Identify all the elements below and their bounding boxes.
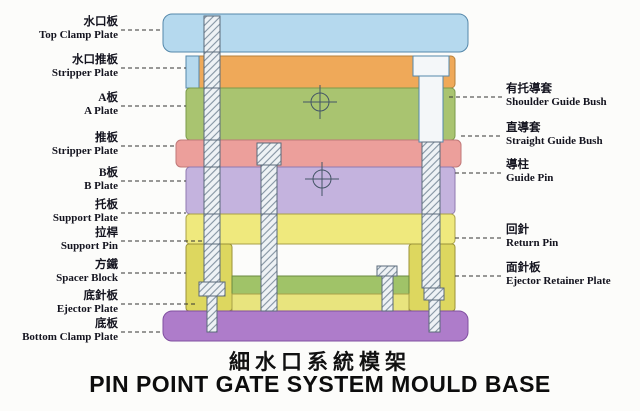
label-bottom-clamp-plate: 底板 Bottom Clamp Plate <box>0 318 118 344</box>
label-support-plate: 托板 Support Plate <box>0 199 118 225</box>
label-return-pin: 回針 Return Pin <box>506 224 638 250</box>
label-straight-guide-bush: 直導套 Straight Guide Bush <box>506 122 638 148</box>
label-ejector-retainer-plate: 面針板 Ejector Retainer Plate <box>506 262 638 288</box>
leader-lines <box>121 29 502 333</box>
centre-mark-b-plate <box>305 162 339 196</box>
label-en: B Plate <box>84 180 118 192</box>
label-top-clamp-plate: 水口板 Top Clamp Plate <box>0 16 118 42</box>
shoulder-guide-bush-shape <box>412 55 450 143</box>
b-plate <box>185 166 456 215</box>
centre-pin-shape <box>256 142 282 312</box>
label-b-plate: B板 B Plate <box>0 167 118 193</box>
label-en: Bottom Clamp Plate <box>22 331 118 343</box>
return-pin-shape <box>376 265 398 312</box>
title-english: PIN POINT GATE SYSTEM MOULD BASE <box>89 371 551 397</box>
title-chinese: 細水口系統模架 <box>229 350 411 374</box>
support-pin-shape <box>198 15 226 333</box>
label-en: Guide Pin <box>506 172 554 184</box>
label-en: Stripper Plate <box>51 145 118 157</box>
label-en: Support Pin <box>60 240 118 252</box>
label-en: Stripper Plate <box>51 67 118 79</box>
label-shoulder-guide-bush: 有托導套 Shoulder Guide Bush <box>506 83 638 109</box>
label-en: A Plate <box>84 105 118 117</box>
top-clamp-plate <box>162 13 469 53</box>
label-cn: 推板 <box>95 132 118 144</box>
label-cn: B板 <box>98 167 118 179</box>
support-plate <box>185 213 456 245</box>
centre-mark-a-plate <box>303 85 337 119</box>
bottom-clamp-plate <box>162 310 469 342</box>
label-cn: 水口推板 <box>72 54 118 66</box>
label-en: Spacer Block <box>56 272 118 284</box>
label-en: Shoulder Guide Bush <box>506 96 607 108</box>
label-cn: 導柱 <box>506 159 529 171</box>
right-bolt-shape <box>423 287 445 333</box>
label-en: Support Plate <box>52 212 118 224</box>
label-en: Straight Guide Bush <box>506 135 603 147</box>
label-cn: 面針板 <box>506 262 541 274</box>
label-a-plate: A板 A Plate <box>0 92 118 118</box>
label-stripper-plate: 推板 Stripper Plate <box>0 132 118 158</box>
label-en: Return Pin <box>506 237 559 249</box>
label-cn: 底針板 <box>83 290 119 302</box>
label-cn: 方鐵 <box>95 259 118 271</box>
label-cn: 托板 <box>95 199 118 211</box>
label-en: Ejector Retainer Plate <box>506 275 611 287</box>
label-guide-pin: 導柱 Guide Pin <box>506 159 638 185</box>
label-cn: 拉桿 <box>95 227 118 239</box>
label-cn: 水口板 <box>83 16 119 28</box>
label-cn: A板 <box>98 92 118 104</box>
label-ejector-plate: 底針板 Ejector Plate <box>0 290 118 316</box>
left-guide-bush <box>185 55 200 89</box>
label-en: Ejector Plate <box>56 303 118 315</box>
label-cn: 有托導套 <box>506 83 552 95</box>
label-support-pin: 拉桿 Support Pin <box>0 227 118 253</box>
label-runner-stripper-plate: 水口推板 Stripper Plate <box>0 54 118 80</box>
label-spacer-block: 方鐵 Spacer Block <box>0 259 118 285</box>
label-cn: 回針 <box>506 224 529 236</box>
label-cn: 直導套 <box>506 122 541 134</box>
label-cn: 底板 <box>95 318 118 330</box>
label-en: Top Clamp Plate <box>38 29 118 41</box>
guide-pin-shape <box>421 141 441 289</box>
